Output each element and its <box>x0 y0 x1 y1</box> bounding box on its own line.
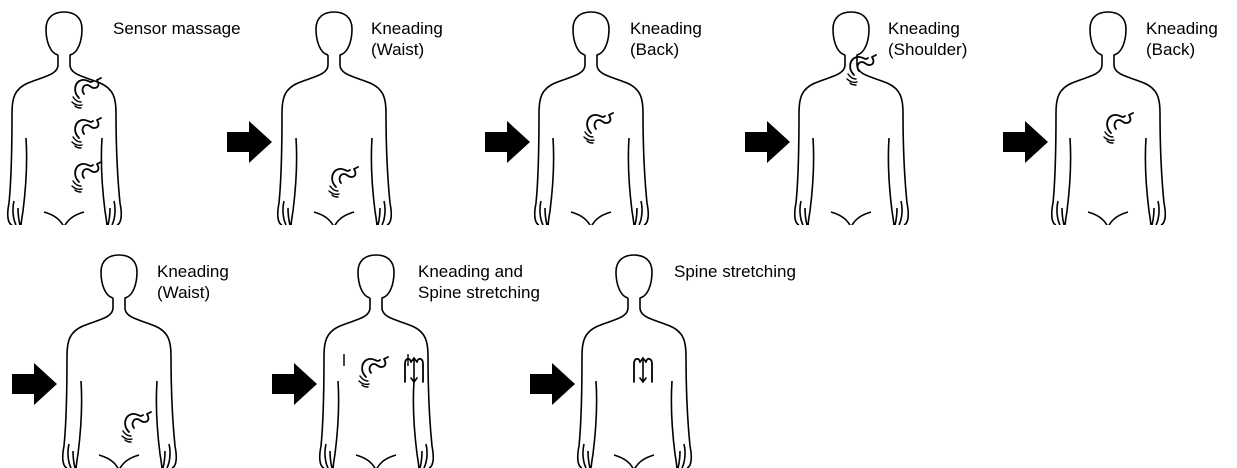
step-kneading-waist-2: Kneading (Waist) <box>55 253 255 463</box>
step-kneading-waist: Kneading (Waist) <box>270 10 460 225</box>
step-label-line: Kneading <box>888 18 967 39</box>
step-label-line: (Back) <box>1146 39 1218 60</box>
kneading-roller-icon <box>584 113 613 143</box>
spine-stretch-icon <box>634 358 652 382</box>
body-outline <box>8 12 121 225</box>
step-label: Kneading (Shoulder) <box>888 18 967 60</box>
step-label-line: Spine stretching <box>674 261 796 282</box>
step-sensor-massage: Sensor massage <box>0 10 300 225</box>
kneading-roller-icon <box>1104 113 1133 143</box>
flow-arrow-icon <box>485 121 530 163</box>
step-label: Kneading (Waist) <box>371 18 443 60</box>
step-label-line: (Waist) <box>371 39 443 60</box>
flow-arrow-icon <box>272 363 317 405</box>
kneading-roller-icon <box>72 162 101 192</box>
step-label-line: Kneading <box>371 18 443 39</box>
step-spine-stretching: Spine stretching <box>570 253 840 463</box>
flow-arrow-icon <box>745 121 790 163</box>
step-kneading-back: Kneading (Back) <box>527 10 717 225</box>
step-label: Kneading (Waist) <box>157 261 229 303</box>
flow-arrow-icon <box>12 363 57 405</box>
step-label: Kneading (Back) <box>1146 18 1218 60</box>
step-label: Sensor massage <box>113 18 241 39</box>
step-label-line: Sensor massage <box>113 18 241 39</box>
kneading-roller-icon <box>359 357 388 387</box>
body-outline-figure <box>0 10 150 225</box>
step-kneading-back-2: Kneading (Back) <box>1044 10 1237 225</box>
kneading-roller-icon <box>72 118 101 148</box>
step-label-line: Kneading <box>1146 18 1218 39</box>
step-label-line: Kneading <box>630 18 702 39</box>
step-label: Kneading (Back) <box>630 18 702 60</box>
step-label-line: (Waist) <box>157 282 229 303</box>
step-label-line: Spine stretching <box>418 282 540 303</box>
flow-arrow-icon <box>1003 121 1048 163</box>
step-kneading-shoulder: Kneading (Shoulder) <box>787 10 997 225</box>
step-kneading-and-spine-stretching: Kneading and Spine stretching <box>312 253 542 463</box>
flow-arrow-icon <box>227 121 272 163</box>
step-label-line: (Back) <box>630 39 702 60</box>
step-label: Spine stretching <box>674 261 796 282</box>
body-outline-figure <box>570 253 720 468</box>
step-label-line: Kneading <box>157 261 229 282</box>
step-label-line: (Shoulder) <box>888 39 967 60</box>
step-label: Kneading and Spine stretching <box>418 261 540 303</box>
kneading-roller-icon <box>847 55 876 85</box>
step-label-line: Kneading and <box>418 261 540 282</box>
kneading-roller-icon <box>329 167 358 197</box>
flow-arrow-icon <box>530 363 575 405</box>
kneading-roller-icon <box>122 412 151 442</box>
